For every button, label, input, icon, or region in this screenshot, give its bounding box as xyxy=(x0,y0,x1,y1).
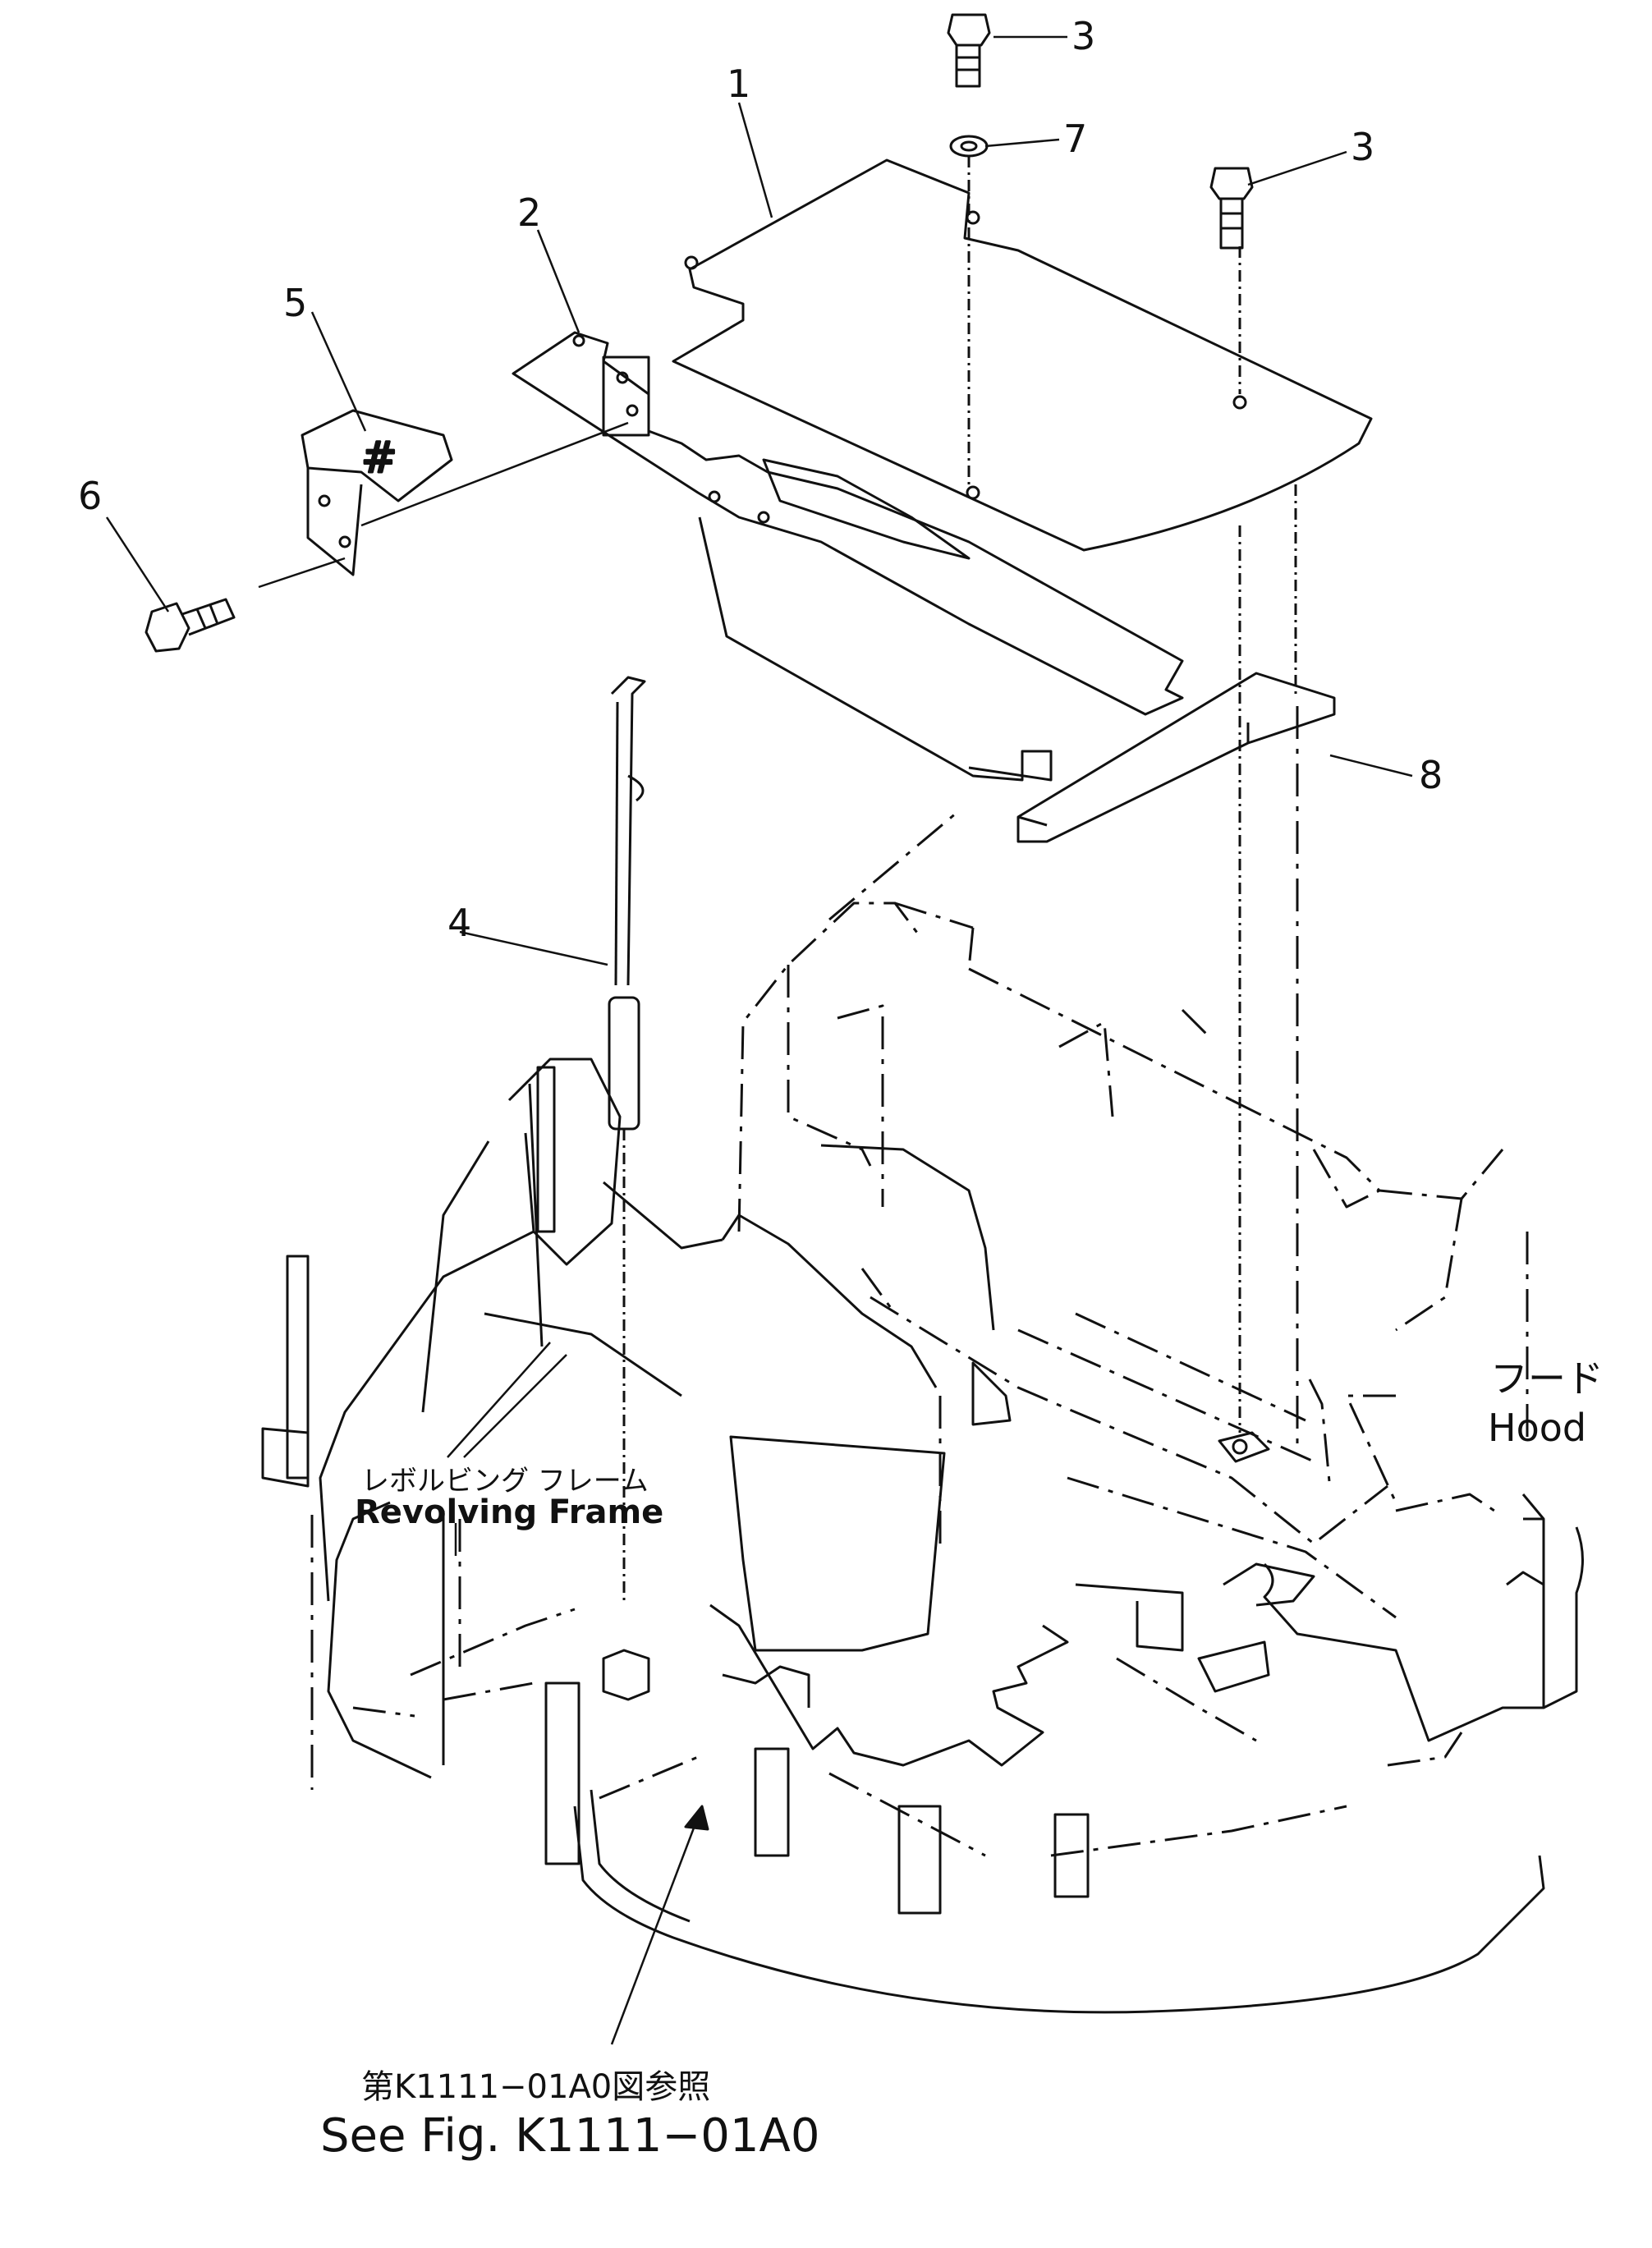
part-8-spacer-bar xyxy=(1016,672,1336,843)
hood-label-jp: フード xyxy=(1490,1356,1604,1401)
callout-3-right: 3 xyxy=(1351,125,1374,169)
part-1-cover-plate xyxy=(672,156,1373,552)
callout-8: 8 xyxy=(1419,753,1443,797)
callout-4: 4 xyxy=(447,901,471,945)
callout-6: 6 xyxy=(78,474,102,518)
revolving-frame-label-en: Revolving Frame xyxy=(355,1493,663,1531)
part-5-plate: # xyxy=(301,409,453,576)
callout-7: 7 xyxy=(1063,117,1087,161)
hood-outline xyxy=(310,706,1529,1857)
part-6-bolt xyxy=(145,598,236,653)
mounting-boss xyxy=(1218,1431,1270,1463)
revolving-frame-label-jp: レボルビング フレーム xyxy=(361,1465,649,1498)
callout-5: 5 xyxy=(283,281,307,325)
callout-2: 2 xyxy=(517,190,541,235)
part-7-washer xyxy=(949,135,989,158)
hood-label-en: Hood xyxy=(1488,1406,1586,1450)
grid-mark: # xyxy=(361,434,397,483)
see-fig-label-en: See Fig. K1111−01A0 xyxy=(320,2109,819,2163)
revolving-frame xyxy=(261,1057,1584,2014)
part-4-rod xyxy=(602,676,650,1701)
part-3-bolt-top xyxy=(947,13,991,88)
callout-1: 1 xyxy=(727,62,750,106)
part-2-bracket-plate xyxy=(512,331,1184,782)
part-3-bolt-right xyxy=(1209,167,1254,250)
leader-lines xyxy=(105,35,1413,2045)
see-fig-label-jp: 第K1111−01A0図参照 xyxy=(361,2068,710,2106)
alignment-lines xyxy=(1238,484,1297,1433)
callout-3-top: 3 xyxy=(1072,14,1095,58)
